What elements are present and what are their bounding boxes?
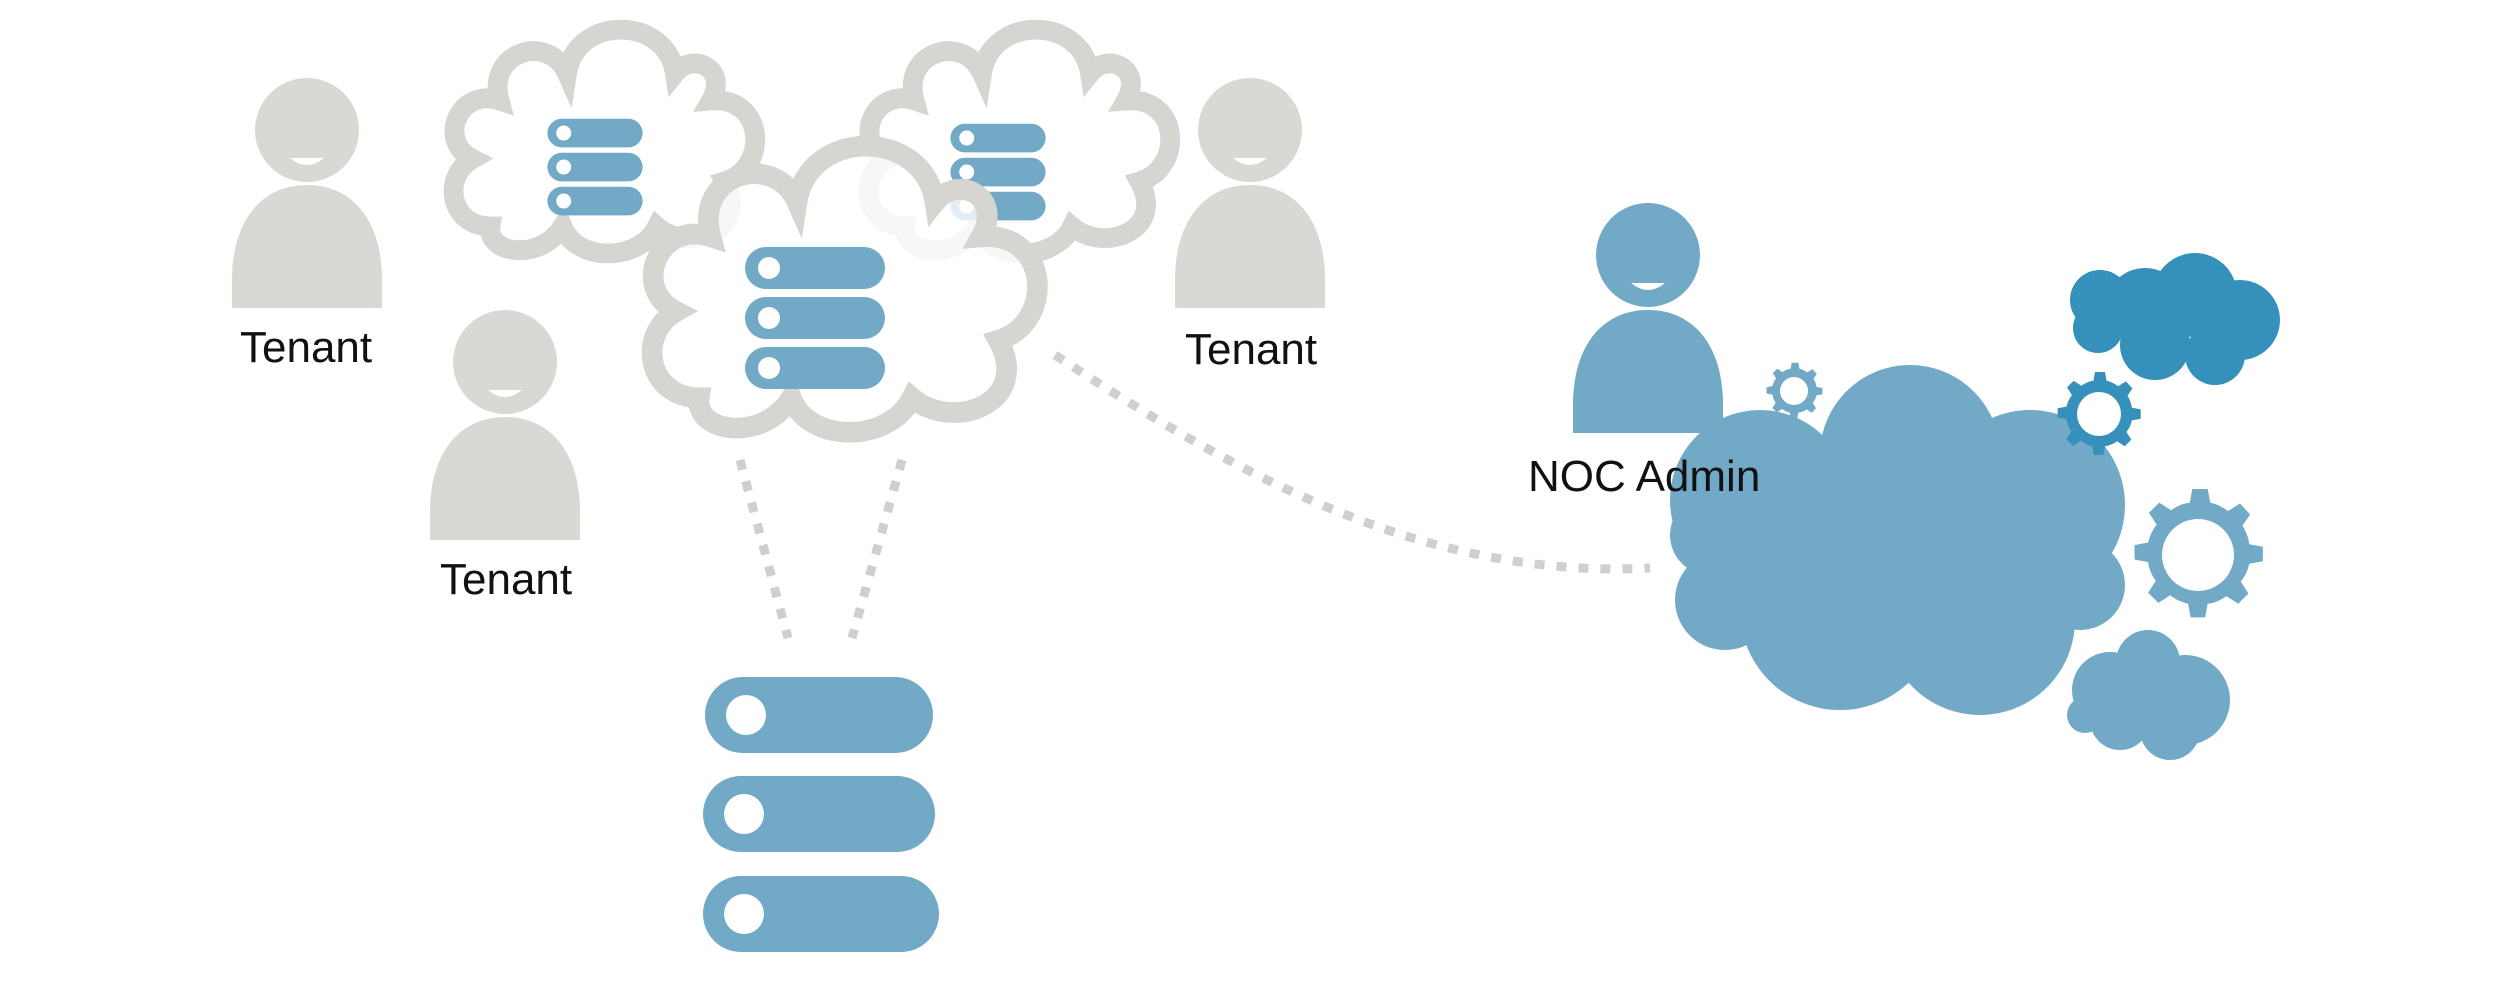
gear-icon-medium — [2057, 372, 2141, 456]
tenant-label-right: Tenant — [1185, 325, 1318, 374]
tenant-label-top-left: Tenant — [240, 323, 373, 372]
gear-icon-small — [1766, 362, 1823, 419]
server-stack-icon — [547, 118, 643, 216]
person-icon — [232, 78, 382, 308]
small-cloud-top-right-icon — [2070, 253, 2280, 385]
connector-cloud-to-server-left — [735, 458, 793, 640]
connector-lines — [735, 351, 1651, 640]
small-cloud-bottom-right-icon — [2067, 630, 2230, 760]
shared-server-stack-icon — [703, 677, 939, 952]
server-stack-icon — [745, 247, 885, 389]
tenant-cloud-left — [454, 30, 756, 254]
tenant-person-top-left — [232, 78, 382, 308]
person-icon — [1175, 78, 1325, 308]
gear-icon-large — [2134, 489, 2263, 618]
person-icon — [430, 310, 580, 540]
noc-main-cloud-icon — [1670, 365, 2125, 715]
tenant-label-bottom-left: Tenant — [440, 555, 573, 604]
tenant-person-right — [1175, 78, 1325, 308]
noc-admin-label: NOC Admin — [1528, 452, 1761, 501]
person-icon — [1573, 203, 1723, 433]
tenant-person-bottom-left — [430, 310, 580, 540]
connector-tenant-cloud-to-noc-cloud — [1052, 351, 1651, 574]
connector-cloud-to-server-right — [847, 458, 907, 640]
cloud-icon — [652, 146, 1037, 432]
noc-admin-person — [1573, 203, 1723, 433]
tenant-cloud-center — [652, 146, 1037, 432]
